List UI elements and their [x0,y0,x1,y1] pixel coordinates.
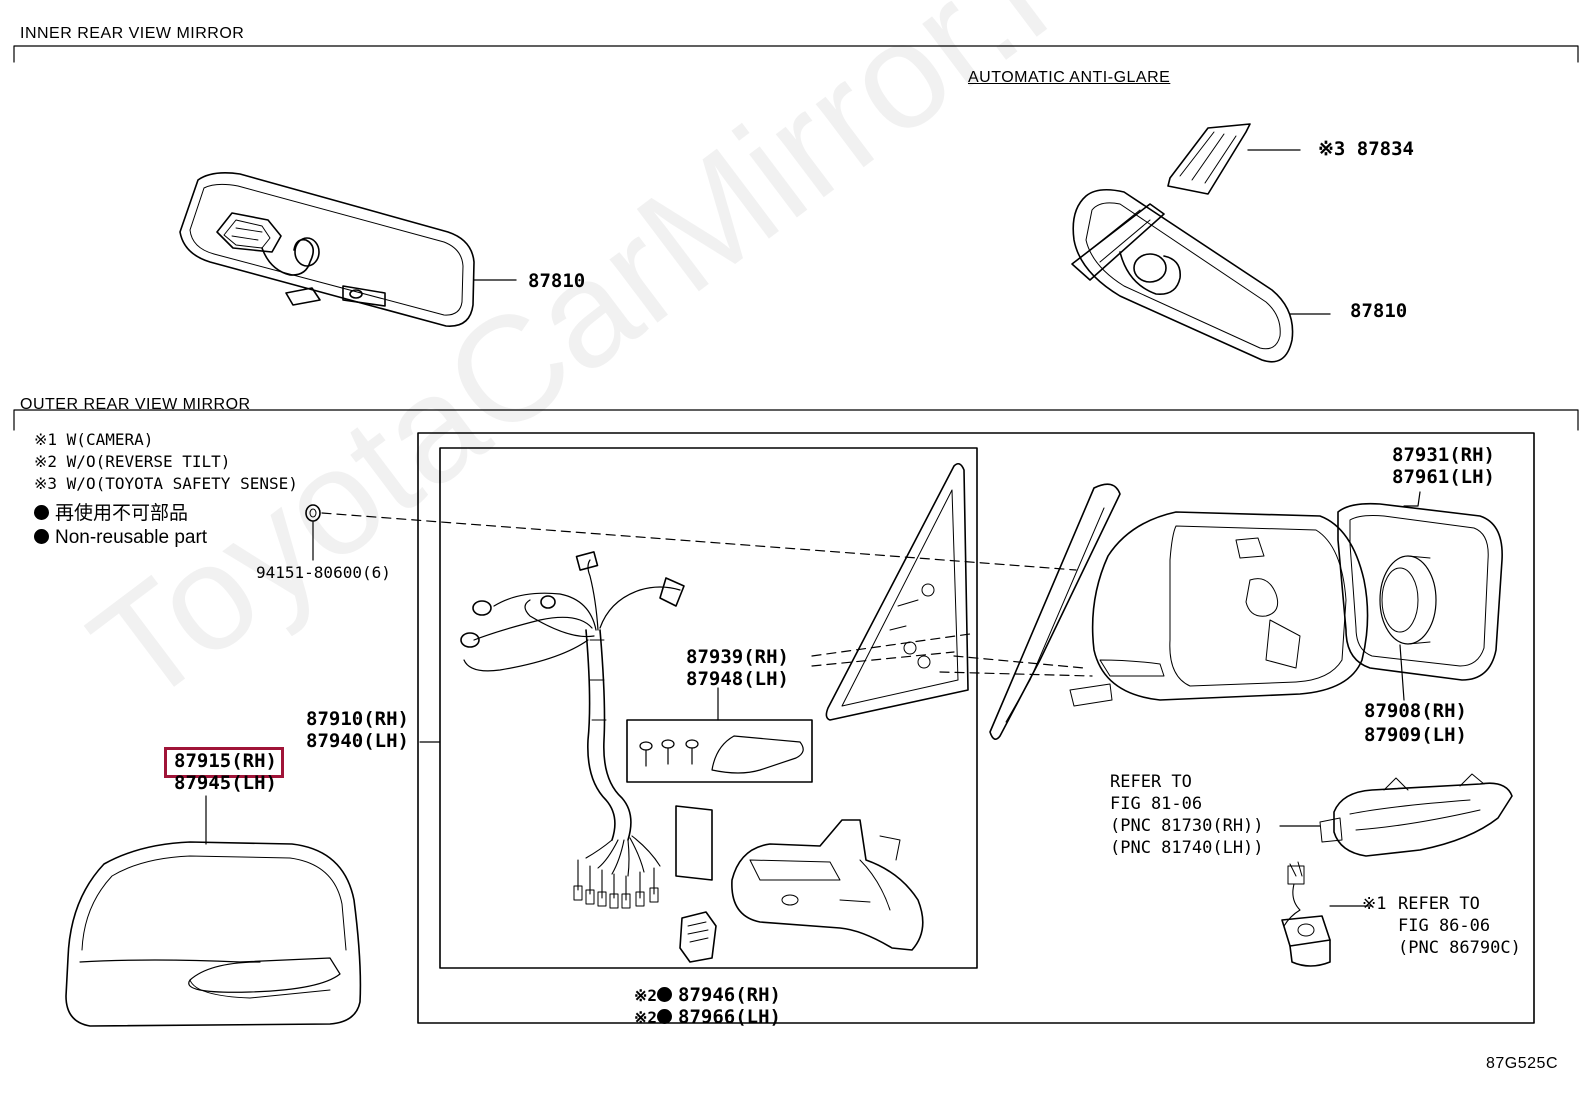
reverse-tilt-mark: ※2 [634,986,658,1005]
section-frames [13,45,1579,431]
garnish-87910 [825,462,969,721]
part-number-87834[interactable]: ※3 87834 [1318,138,1414,160]
outer-mirror-housing [939,483,1369,740]
part-number-87940[interactable]: 87940(LH) [306,730,409,752]
part-number-87915[interactable]: 87915(RH) [174,750,277,772]
part-number-94151[interactable]: 94151-80600(6) [256,563,391,582]
non-reusable-dot-icon [657,1009,673,1024]
figure-code: 87G525C [1486,1055,1558,1072]
part-number-87961[interactable]: 87961(LH) [1392,466,1495,488]
note-camera: ※1 W(CAMERA) [34,430,154,449]
part-highlight-box [164,747,284,778]
section-title-inner: INNER REAR VIEW MIRROR [20,25,245,42]
part-number-87908[interactable]: 87908(RH) [1364,700,1467,722]
refer-line-3: (PNC 81730(RH)) [1110,816,1264,836]
sub-assembly-box [439,447,978,969]
legend-en-text: Non-reusable part [55,527,208,548]
reverse-tilt-mark: ※2 [634,1008,658,1027]
section-title-anti-glare: AUTOMATIC ANTI-GLARE [968,69,1171,86]
part-number-87909[interactable]: 87909(LH) [1364,724,1467,746]
outer-assembly-box [417,432,1535,1024]
part-number-87910[interactable]: 87910(RH) [306,708,409,730]
leader-lines [419,687,719,743]
refer2-line-3: (PNC 86790C) [1398,938,1521,958]
note-safety-sense: ※3 W/O(TOYOTA SAFETY SENSE) [34,474,298,493]
non-reusable-dot-icon [34,529,49,544]
legend-jp: 再使用不可部品 [34,504,188,523]
section-title-outer: OUTER REAR VIEW MIRROR [20,396,251,413]
part-number-87810-right[interactable]: 87810 [1350,300,1408,322]
mirror-cover-87915 [65,795,362,1027]
refer-line-2: FIG 81-06 [1110,794,1203,814]
adhesive-pad [675,805,713,881]
inner-mirror-right [1071,123,1331,363]
refer2-mark: ※1 [1362,894,1387,914]
part-number-87966[interactable]: ※2 87966(LH) [634,1008,781,1027]
mirror-base-bracket [731,819,924,951]
legend-en: Non-reusable part [34,528,207,547]
mirror-glass-87931 [1337,491,1503,701]
part-number-87946[interactable]: ※2 87946(RH) [634,986,781,1005]
part-number-87939[interactable]: 87939(RH) [686,646,789,668]
part-number-87966-text: 87966(LH) [678,1006,781,1028]
part-number-87946-text: 87946(RH) [678,984,781,1006]
grommet-94151 [305,504,1077,571]
screw-kit-87939 [626,633,971,783]
note-reverse-tilt: ※2 W/O(REVERSE TILT) [34,452,231,471]
refer-line-4: (PNC 81740(LH)) [1110,838,1264,858]
non-reusable-dot-icon [657,987,673,1002]
part-number-87931[interactable]: 87931(RH) [1392,444,1495,466]
actuator-87946 [679,911,717,963]
camera-assembly [1281,861,1373,967]
part-number-87948[interactable]: 87948(LH) [686,668,789,690]
refer2-line-1: REFER TO [1398,894,1480,914]
refer2-line-2: FIG 86-06 [1398,916,1491,936]
part-number-87945[interactable]: 87945(LH) [174,772,277,794]
inner-mirror-left [179,172,517,327]
turn-signal-lamp [1279,773,1513,857]
non-reusable-dot-icon [34,505,49,520]
refer-line-1: REFER TO [1110,772,1192,792]
wire-harness [460,551,685,909]
legend-jp-text: 再使用不可部品 [55,503,189,524]
part-number-87810-left[interactable]: 87810 [528,270,586,292]
